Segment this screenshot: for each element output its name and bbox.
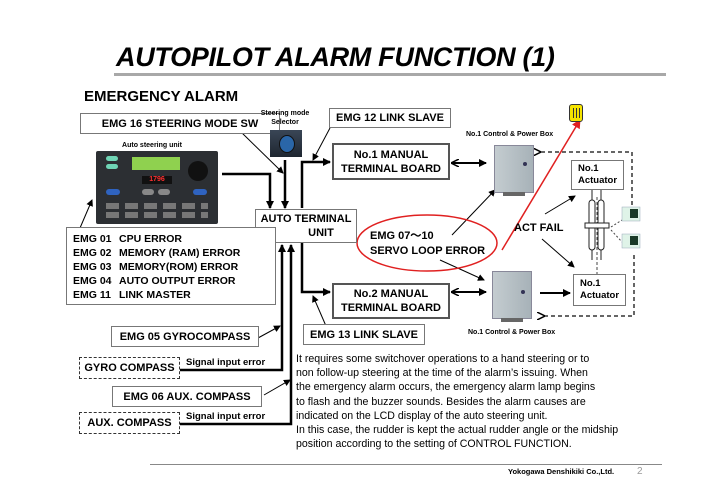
title-underline — [114, 73, 666, 76]
feedback-sensor-icon — [621, 206, 641, 249]
no2-manual-terminal-board: No.2 MANUAL TERMINAL BOARD — [332, 283, 450, 319]
servo-loop-error-label: EMG 07〜10 SERVO LOOP ERROR — [370, 230, 486, 257]
pointer-actfail-bottom — [541, 238, 575, 268]
signal-input-error-aux: Signal input error — [186, 411, 266, 422]
actuator-top: No.1 Actuator — [571, 160, 624, 190]
control-power-box-top-label: No.1 Control & Power Box — [466, 131, 554, 138]
emg06-label: EMG 06 AUX. COMPASS — [112, 386, 262, 407]
auto-steering-unit-label: Auto steering unit — [122, 142, 182, 149]
pointer-actfail-top — [544, 195, 576, 215]
line-aux-signal — [180, 244, 295, 426]
pointer-servo-bottom — [439, 259, 485, 281]
pointer-emg05 — [257, 325, 281, 339]
description-text: It requires some switchover operations t… — [296, 353, 619, 451]
alarm-arrow — [501, 119, 581, 251]
feedback-line-bottom — [544, 255, 635, 316]
no1-manual-terminal-board: No.1 MANUAL TERMINAL BOARD — [332, 143, 450, 180]
lcd-readout: 1796 — [142, 176, 172, 184]
act-fail-label: ACT FAIL — [514, 222, 564, 234]
emg12-label: EMG 12 LINK SLAVE — [329, 108, 451, 128]
pointer-emg16 — [239, 130, 284, 174]
pointer-emg13 — [312, 295, 327, 327]
company-name: Yokogawa Denshikiki Co.,Ltd. — [508, 467, 615, 476]
actuator-bottom: No.1 Actuator — [573, 274, 626, 306]
emg16-label: EMG 16 STEERING MODE SW — [80, 113, 280, 134]
page-number: 2 — [637, 466, 643, 477]
section-heading: EMERGENCY ALARM — [84, 88, 239, 105]
line-gyro-signal — [180, 244, 286, 372]
line-unit-to-terminal — [222, 172, 274, 209]
servo-error-highlight — [356, 214, 498, 272]
pointer-servo-top — [451, 189, 496, 236]
footer-divider — [150, 464, 662, 465]
signal-input-error-gyro: Signal input error — [186, 357, 266, 368]
control-power-box-bottom-icon — [492, 271, 532, 322]
steering-mode-selector-label: Steering mode Selector — [260, 110, 310, 126]
hydraulic-cylinders-icon — [584, 190, 610, 260]
alarm-lamp-icon — [569, 104, 583, 122]
control-power-box-bottom-label: No.1 Control & Power Box — [468, 329, 556, 336]
slide-title: AUTOPILOT ALARM FUNCTION (1) — [116, 42, 555, 72]
pointer-emg12 — [312, 127, 331, 161]
auto-steering-unit-icon: 1796 — [96, 151, 218, 224]
emg13-label: EMG 13 LINK SLAVE — [303, 324, 425, 345]
pointer-emg06 — [263, 379, 291, 396]
steering-mode-selector-icon — [270, 130, 302, 157]
line-terminal-to-no1 — [300, 158, 331, 208]
line-terminal-to-no2 — [300, 243, 331, 296]
aux-compass-box: AUX. COMPASS — [79, 412, 180, 434]
feedback-line-top — [540, 152, 633, 205]
control-power-box-top-icon — [494, 145, 534, 196]
pointer-emg-list — [79, 199, 93, 229]
emg05-label: EMG 05 GYROCOMPASS — [111, 326, 259, 347]
gyro-compass-box: GYRO COMPASS — [79, 357, 180, 379]
